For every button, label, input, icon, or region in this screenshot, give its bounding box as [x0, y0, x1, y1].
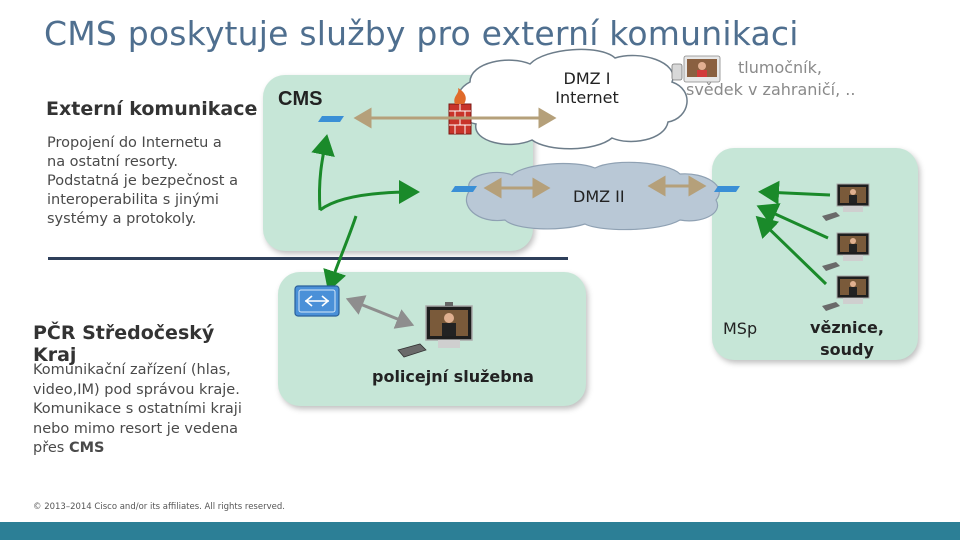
region-last-prefix: přes — [33, 440, 69, 456]
region-line: Komunikace s ostatními kraji — [33, 401, 242, 417]
region-line: nebo mimo resort je vedena — [33, 420, 239, 437]
dmz1-line2: Internet — [555, 88, 619, 107]
region-description: Komunikační zařízení (hlas, video,IM) po… — [33, 361, 242, 459]
external-line: systémy a protokoly. — [47, 211, 197, 227]
external-heading: Externí komunikace — [46, 98, 258, 120]
external-line: Propojení do Internetu a — [47, 135, 222, 151]
router-icon — [294, 285, 340, 317]
external-line: Podstatná je bezpečnost a — [47, 173, 238, 189]
external-line: na ostatní resorty. — [47, 154, 178, 170]
cms-to-router-arrow — [323, 215, 358, 292]
region-line-last: přes CMS — [33, 439, 242, 459]
external-description: Propojení do Internetu a na ostatní reso… — [47, 134, 238, 229]
region-last-bold: CMS — [68, 440, 105, 456]
station-label: policejní služebna — [372, 367, 534, 386]
msp-label: MSp — [723, 319, 758, 338]
prisons-line2: soudy — [820, 340, 874, 359]
interpreter-device-icon — [671, 55, 721, 83]
cms-to-dmz2-arrow — [319, 180, 420, 212]
region-line: video,IM) pod správou kraje. — [33, 381, 240, 398]
prison-link-1 — [758, 180, 831, 205]
dmz1-label: DMZ I Internet — [532, 69, 642, 107]
msp-node — [714, 186, 740, 192]
cms-node-top — [318, 116, 344, 122]
prisons-label: věznice, soudy — [802, 317, 892, 361]
copyright: © 2013–2014 Cisco and/or its affiliates.… — [33, 502, 285, 512]
prisons-line1: věznice, — [810, 318, 884, 337]
interpreter-line2: svědek v zahraničí, .. — [686, 80, 856, 99]
external-line: interoperabilita s jinými — [47, 192, 219, 208]
region-heading-line1: PČR Středočeský — [33, 322, 215, 344]
prison-link-3 — [755, 215, 828, 286]
cms-node-right — [451, 186, 477, 192]
msp-panel — [712, 148, 918, 360]
region-heading-line2: Kraj — [33, 344, 77, 366]
footer-bar — [0, 522, 960, 540]
prison-endpoint-1-icon — [822, 183, 870, 221]
video-endpoint-icon — [397, 302, 473, 358]
cms-label: CMS — [278, 88, 323, 110]
dmz1-line1: DMZ I — [563, 69, 611, 88]
section-divider — [48, 257, 568, 260]
router-endpoint-link — [345, 295, 415, 329]
prison-endpoint-3-icon — [822, 275, 870, 311]
prison-endpoint-2-icon — [822, 232, 870, 271]
cms-to-node-arrow — [311, 134, 335, 211]
page-title: CMS poskytuje služby pro externí komunik… — [44, 14, 799, 53]
interpreter-line1: tlumočník, — [738, 58, 822, 77]
prison-link-2 — [756, 203, 829, 240]
dmz2-label: DMZ II — [573, 187, 625, 206]
region-line: Komunikační zařízení (hlas, — [33, 362, 231, 378]
